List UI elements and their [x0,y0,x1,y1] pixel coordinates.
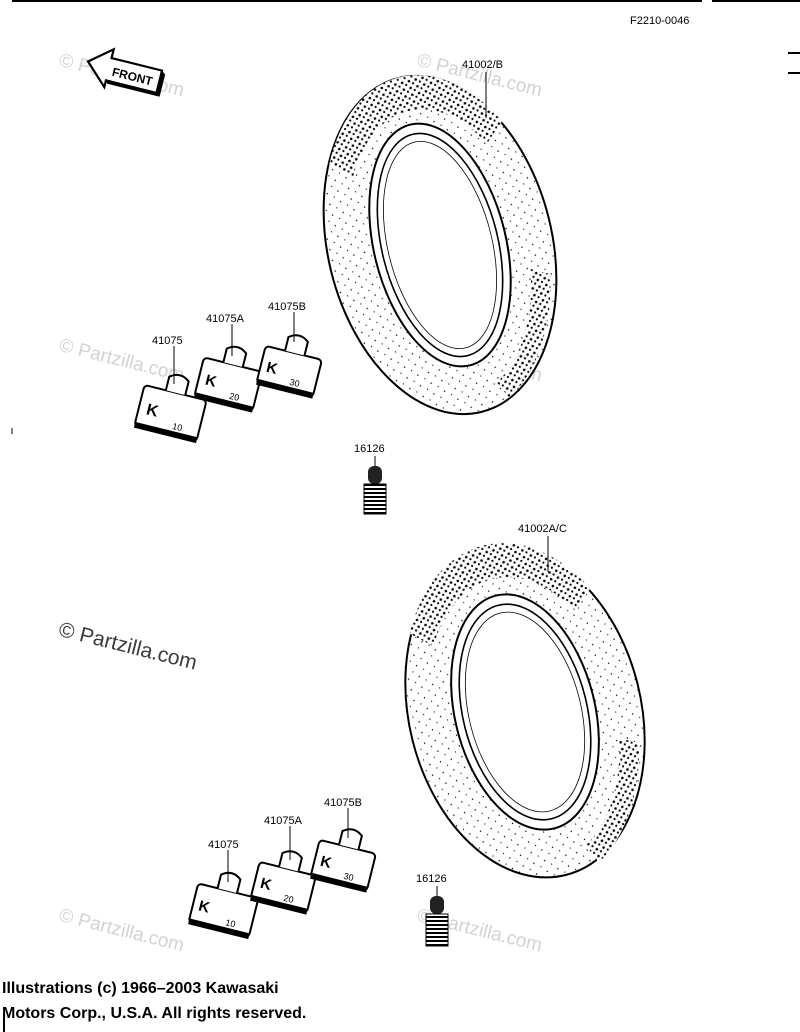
edge-tick [788,52,800,54]
balance-weight-10-icon: K 10 [133,373,207,444]
weight-mark-20: 20 [282,893,294,905]
weight-mark-20: 20 [228,391,240,403]
svg-text:K: K [264,359,279,378]
valve-lower-part-number: 16126 [416,873,447,885]
copyright-line-1: Illustrations (c) 1966–2003 Kawasaki [2,980,279,997]
weight-10-lower-part-number: 41075 [208,839,239,851]
edge-tick [788,72,800,74]
weight-20-lower-part-number: 41075A [264,815,303,827]
rear-tire-icon [322,72,558,416]
copyright-line-2: Motors Corp., U.S.A. All rights reserved… [2,1005,307,1022]
weight-mark-10: 10 [171,421,183,433]
valve-upper-part-number: 16126 [354,443,385,455]
balance-weight-20-icon: K 20 [249,850,317,915]
balance-weight-10-icon: K 10 [188,871,259,940]
rear-tire-label-wrap: 41002/B [462,59,503,71]
weight-10-upper-part-number: 41075 [152,335,183,347]
valve-stem-icon [425,886,449,947]
top-border-line-right [712,0,800,2]
weight-30-upper-part-number: 41075B [268,301,306,313]
balance-weight-30-icon: K 30 [309,828,377,893]
weight-mark-10: 10 [224,917,236,929]
front-arrow-icon: FRONT [86,47,166,97]
balance-weight-30-icon: K 30 [255,334,323,399]
front-tire-icon [404,536,646,879]
svg-text:K: K [318,853,333,872]
weight-mark-30: 30 [288,377,300,389]
weight-mark-30: 30 [342,871,354,883]
valve-stem-icon [363,456,387,515]
front-tire-part-number: 41002A/C [518,523,567,535]
copyright-notice: Illustrations (c) 1966–2003 Kawasaki Mot… [2,976,306,1026]
svg-text:K: K [145,401,161,420]
svg-text:K: K [197,897,212,916]
svg-text:K: K [204,372,219,391]
svg-text:K: K [258,875,273,894]
weight-20-upper-part-number: 41075A [206,313,245,325]
balance-weight-20-icon: K 20 [193,345,263,413]
rear-tire-part-number: 41002/B [462,59,503,71]
top-border-line [12,0,702,2]
figure-number: F2210-0046 [630,15,690,27]
weight-30-lower-part-number: 41075B [324,797,362,809]
